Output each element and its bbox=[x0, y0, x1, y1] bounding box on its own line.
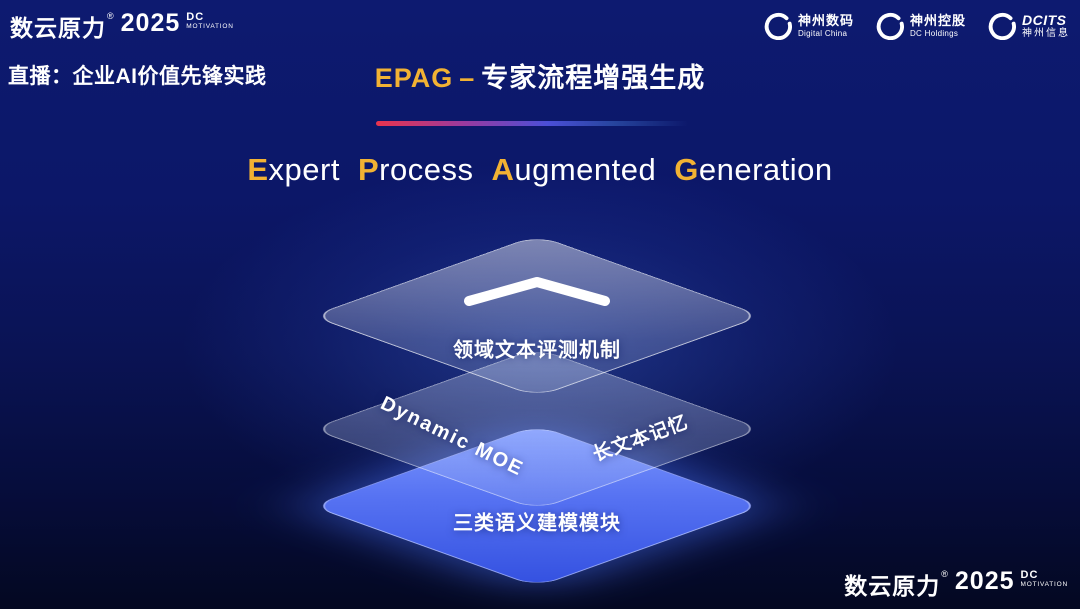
logo-name-en: DCITS bbox=[1022, 12, 1067, 29]
brand-subtitle-line1: DC bbox=[1020, 569, 1039, 581]
brand-logo-top-left: 数云原力 ® 2025 DC MOTIVATION bbox=[10, 9, 234, 43]
registered-mark-icon: ® bbox=[107, 11, 114, 21]
subtitle-word-augmented: Augmented bbox=[491, 152, 657, 187]
logo-name-cn: 神州数码 bbox=[797, 12, 854, 28]
logo-name-cn: 神州信息 bbox=[1022, 28, 1070, 40]
brand-name: 数云原力 bbox=[844, 573, 941, 599]
brand-subtitle-line2: MOTIVATION bbox=[186, 22, 234, 30]
brand-year: 2025 bbox=[954, 567, 1015, 595]
top-layer-label: 领域文本评测机制 bbox=[453, 339, 621, 362]
registered-mark-icon: ® bbox=[941, 569, 948, 579]
partner-logos: 神州数码 Digital China 神州控股 DC Holdings DCIT… bbox=[764, 12, 1070, 40]
subtitle-word-generation: Generation bbox=[674, 152, 833, 187]
subtitle-word-expert: Expert bbox=[247, 152, 340, 187]
brand-logo-bottom-right: 数云原力 ® 2025 DC MOTIVATION bbox=[844, 567, 1068, 601]
chevron-up-icon bbox=[457, 271, 617, 311]
title-chinese: 专家流程增强生成 bbox=[481, 63, 706, 93]
title-separator: – bbox=[459, 63, 476, 93]
digital-china-logo: 神州数码 Digital China bbox=[764, 12, 854, 40]
swoosh-circle-icon bbox=[876, 12, 904, 40]
title-acronym: EPAG bbox=[374, 63, 454, 93]
brand-year: 2025 bbox=[120, 9, 181, 37]
bottom-layer-label: 三类语义建模模块 bbox=[453, 512, 621, 535]
dc-holdings-logo: 神州控股 DC Holdings bbox=[876, 12, 966, 40]
live-stream-label: 直播：企业AI价值先锋实践 bbox=[8, 65, 267, 88]
logo-text: 神州数码 Digital China bbox=[797, 12, 854, 38]
swoosh-circle-icon bbox=[988, 12, 1016, 40]
top-layer-tile bbox=[310, 234, 764, 398]
swoosh-circle-icon bbox=[764, 12, 792, 40]
brand-subtitle-line1: DC bbox=[186, 11, 205, 23]
page-title: EPAG–专家流程增强生成 bbox=[375, 56, 706, 95]
gradient-divider bbox=[376, 121, 688, 126]
english-subtitle: Expert Process Augmented Generation bbox=[0, 152, 1080, 188]
logo-name-en: Digital China bbox=[797, 28, 848, 38]
logo-text: 神州控股 DC Holdings bbox=[909, 12, 966, 38]
brand-subtitle: DC MOTIVATION bbox=[186, 11, 234, 30]
logo-name-en: DC Holdings bbox=[909, 28, 959, 38]
brand-name: 数云原力 bbox=[10, 15, 106, 41]
dcits-logo: DCITS 神州信息 bbox=[988, 12, 1070, 40]
brand-subtitle-line2: MOTIVATION bbox=[1020, 580, 1068, 588]
brand-subtitle: DC MOTIVATION bbox=[1020, 569, 1068, 588]
logo-name-cn: 神州控股 bbox=[909, 12, 966, 28]
subtitle-word-process: Process bbox=[357, 152, 474, 187]
logo-text: DCITS 神州信息 bbox=[1022, 12, 1070, 40]
